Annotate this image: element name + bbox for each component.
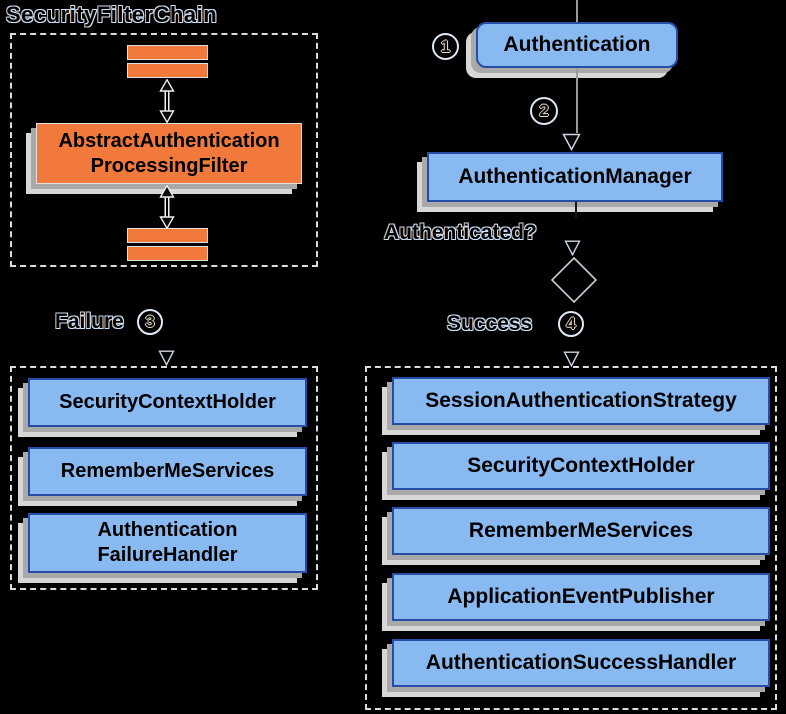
failure-handler-node: Authentication FailureHandler	[28, 513, 307, 573]
connector-line	[576, 68, 578, 133]
success-handler-node: AuthenticationSuccessHandler	[392, 639, 770, 687]
step-1-badge: 1	[432, 33, 459, 60]
decision-diamond	[550, 256, 598, 304]
bidirectional-arrow-icon	[159, 185, 175, 229]
failure-label: Failure	[55, 310, 124, 333]
node-label: RememberMeServices	[468, 518, 694, 542]
node-label: SessionAuthenticationStrategy	[425, 388, 737, 412]
node-label: Authentication FailureHandler	[97, 519, 238, 566]
filter-bar	[127, 63, 208, 78]
node-label: SecurityContextHolder	[59, 391, 276, 413]
abstract-authentication-processing-filter-node: AbstractAuthentication ProcessingFilter	[36, 123, 302, 184]
success-handler-node: SecurityContextHolder	[392, 442, 770, 490]
security-filter-chain-container	[10, 33, 318, 267]
step-4-badge: 4	[558, 311, 584, 337]
node-label: AbstractAuthentication ProcessingFilter	[58, 129, 280, 177]
connector-line	[575, 202, 577, 218]
authentication-node: Authentication	[476, 22, 678, 68]
authentication-manager-node: AuthenticationManager	[427, 152, 723, 202]
failure-handler-node: RememberMeServices	[28, 447, 307, 496]
success-handler-node: SessionAuthenticationStrategy	[392, 377, 770, 425]
failure-handler-node: SecurityContextHolder	[28, 378, 307, 427]
arrowhead-down-icon	[563, 351, 580, 367]
node-label: AuthenticationSuccessHandler	[425, 650, 737, 674]
node-label: RememberMeServices	[60, 460, 275, 482]
filter-bar	[127, 228, 208, 243]
success-handler-node: RememberMeServices	[392, 507, 770, 555]
filter-bar	[127, 45, 208, 60]
connector-line	[576, 0, 578, 23]
arrowhead-down-icon	[564, 240, 581, 256]
filter-bar	[127, 246, 208, 261]
node-label: SecurityContextHolder	[467, 453, 695, 477]
node-label: AuthenticationManager	[458, 164, 692, 188]
success-handlers-container	[365, 366, 777, 710]
success-label: Success	[447, 312, 533, 335]
node-label: ApplicationEventPublisher	[447, 584, 715, 608]
authenticated-question-label: Authenticated?	[384, 221, 537, 244]
success-handler-node: ApplicationEventPublisher	[392, 573, 770, 621]
failure-handlers-container	[10, 366, 318, 590]
bidirectional-arrow-icon	[159, 79, 175, 123]
arrowhead-down-icon	[562, 133, 581, 151]
step-3-badge: 3	[137, 309, 163, 335]
node-label: Authentication	[503, 32, 651, 56]
security-filter-chain-title: SecurityFilterChain	[6, 2, 218, 27]
arrowhead-down-icon	[158, 350, 175, 366]
step-2-badge: 2	[530, 97, 558, 125]
